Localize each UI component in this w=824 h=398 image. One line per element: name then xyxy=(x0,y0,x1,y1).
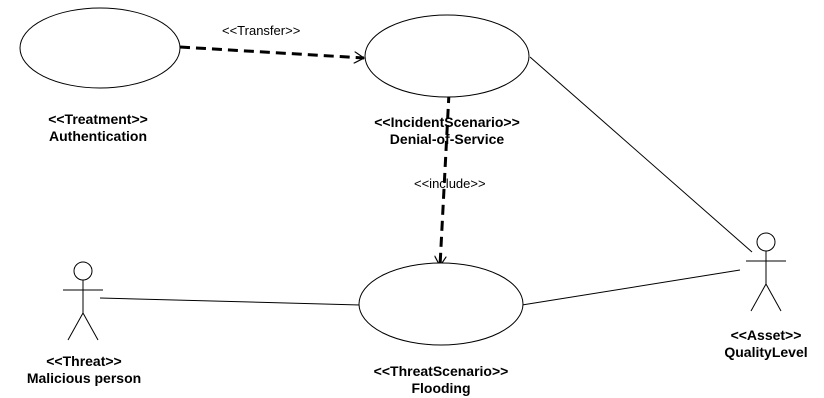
edge-include xyxy=(440,92,451,266)
malicious-person-label: <<Threat>> Malicious person xyxy=(27,353,141,387)
flooding-stereotype: <<ThreatScenario>> xyxy=(373,363,509,379)
edge-flooding-to-asset xyxy=(521,269,741,306)
usecase-denial-of-service xyxy=(364,14,530,98)
usecase-flooding xyxy=(358,262,524,346)
flooding-name: Flooding xyxy=(411,380,471,396)
denial-of-service-label: <<IncidentScenario>> Denial-of-Service xyxy=(374,114,520,148)
malicious-person-name: Malicious person xyxy=(26,370,142,386)
usecase-authentication xyxy=(19,7,181,89)
denial-of-service-name: Denial-of-Service xyxy=(389,131,505,147)
edge-threat-to-flooding xyxy=(99,297,361,306)
malicious-person-stereotype: <<Threat>> xyxy=(46,353,122,369)
include-label: <<include>> xyxy=(414,176,486,191)
edge-dos-to-asset xyxy=(529,56,753,253)
transfer-label: <<Transfer>> xyxy=(222,23,301,38)
quality-level-stereotype: <<Asset>> xyxy=(730,327,802,343)
quality-level-name: QualityLevel xyxy=(724,344,808,360)
actor-malicious-person-icon xyxy=(63,261,103,341)
edge-transfer xyxy=(179,45,364,58)
quality-level-label: <<Asset>> QualityLevel xyxy=(724,327,807,361)
authentication-stereotype: <<Treatment>> xyxy=(48,111,148,127)
authentication-name: Authentication xyxy=(49,128,147,144)
authentication-label: <<Treatment>> Authentication xyxy=(48,111,148,145)
actor-quality-level-icon xyxy=(746,232,786,312)
denial-of-service-stereotype: <<IncidentScenario>> xyxy=(374,114,520,130)
flooding-label: <<ThreatScenario>> Flooding xyxy=(374,363,509,397)
